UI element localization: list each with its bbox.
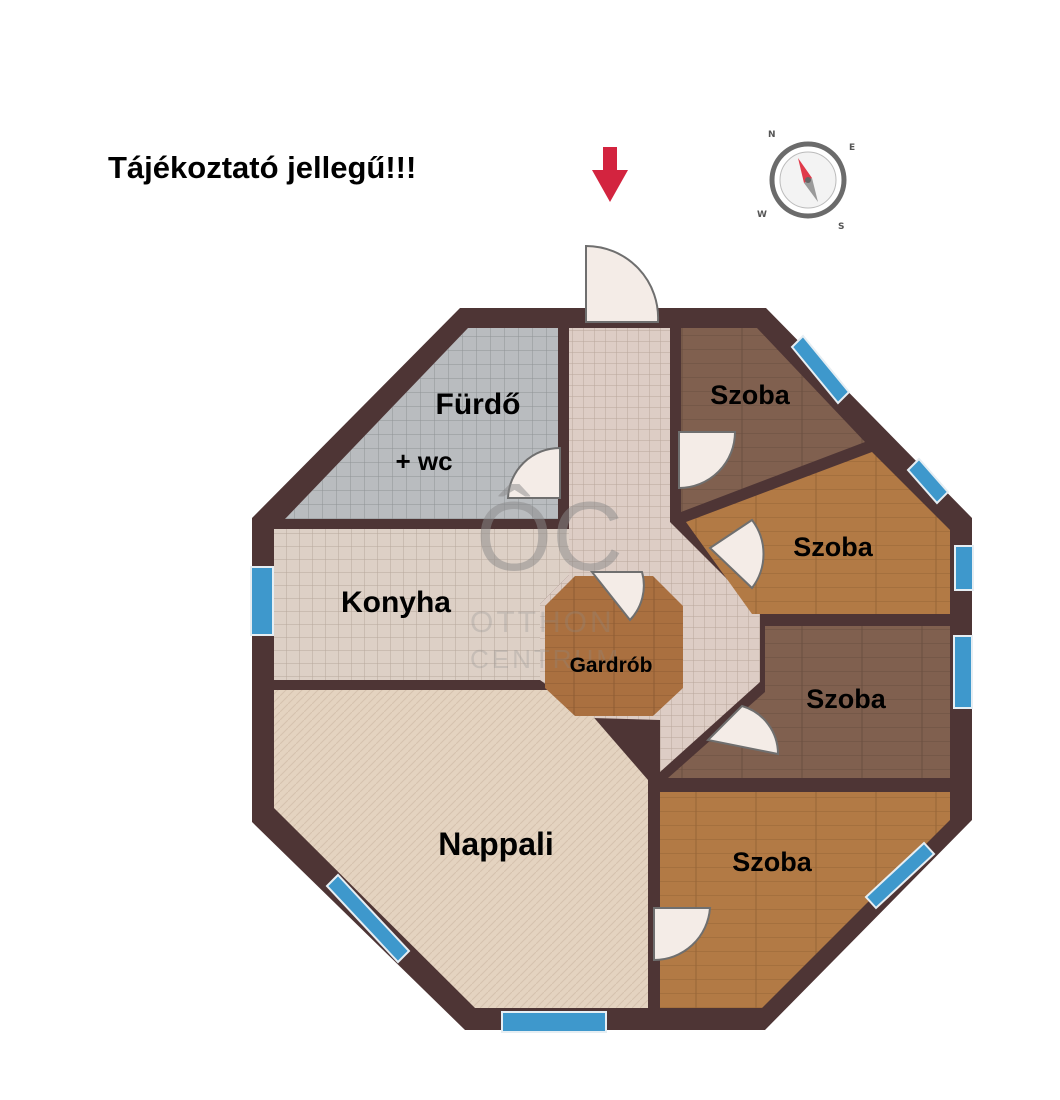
watermark-line-2: CENTRUM: [470, 644, 621, 674]
kitchen-floor: [274, 529, 569, 680]
living-room-floor: [274, 690, 648, 1008]
bathroom-wc-label: + wc: [395, 446, 452, 476]
watermark-line-1: OTTHON: [470, 606, 615, 639]
bedroom-3-label: Szoba: [806, 684, 886, 714]
compass-north-label: N: [768, 130, 776, 140]
window: [501, 1011, 607, 1033]
bedroom-1-door: [678, 431, 737, 490]
wardrobe-label: Gardrób: [570, 654, 653, 677]
kitchen-label: Konyha: [341, 586, 451, 619]
living-room-label: Nappali: [438, 826, 554, 862]
svg-text:ÔC: ÔC: [476, 481, 623, 591]
bedroom-1-floor: [681, 328, 865, 512]
window: [325, 873, 411, 964]
window: [864, 841, 936, 910]
window: [790, 334, 851, 405]
bathroom-floor: [285, 328, 558, 519]
bedroom-3-door: [705, 704, 780, 756]
otthon-centrum-watermark: ÔC OTTHON CENTRUM: [470, 481, 623, 674]
bathroom-label: Fürdő: [436, 388, 521, 421]
bathroom-door: [506, 446, 561, 499]
window: [906, 457, 950, 505]
disclaimer-heading: Tájékoztató jellegű!!!: [108, 150, 417, 185]
bedroom-2-label: Szoba: [793, 532, 873, 562]
bedroom-4-floor: [660, 792, 950, 1008]
window: [250, 566, 274, 636]
compass-south-label: S: [838, 222, 844, 232]
bedroom-4-door: [653, 907, 712, 962]
entrance-arrow-icon: [592, 147, 628, 202]
entrance-door: [585, 244, 660, 323]
wardrobe-door: [589, 571, 645, 622]
window: [954, 545, 974, 591]
bedroom-2-door: [708, 518, 765, 590]
windows: [250, 334, 974, 1033]
wardrobe-floor: [545, 576, 683, 716]
bedroom-4-label: Szoba: [732, 847, 812, 877]
doors: [506, 244, 780, 962]
window: [953, 635, 973, 709]
bedroom-1-label: Szoba: [710, 380, 790, 410]
compass-west-label: W: [757, 210, 767, 220]
compass-east-label: E: [849, 143, 855, 153]
compass-icon: N E S W: [757, 130, 855, 232]
